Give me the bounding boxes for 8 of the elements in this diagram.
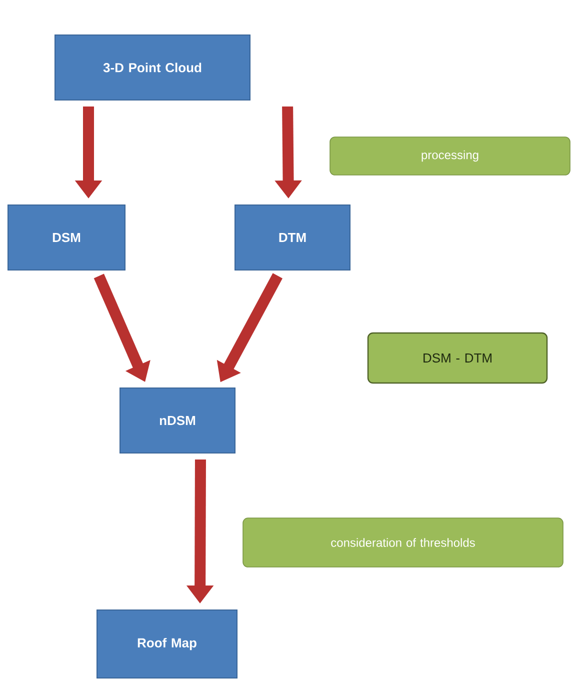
process-box: DTM [234, 204, 350, 270]
note-box: consideration of thresholds [242, 518, 564, 568]
process-box: nDSM [120, 388, 236, 454]
note-box: processing [330, 136, 570, 176]
process-box: Roof Map [96, 610, 238, 678]
process-box: 3-D Point Cloud [54, 34, 250, 100]
note-box: DSM - DTM [367, 332, 548, 384]
process-box: DSM [8, 204, 126, 270]
